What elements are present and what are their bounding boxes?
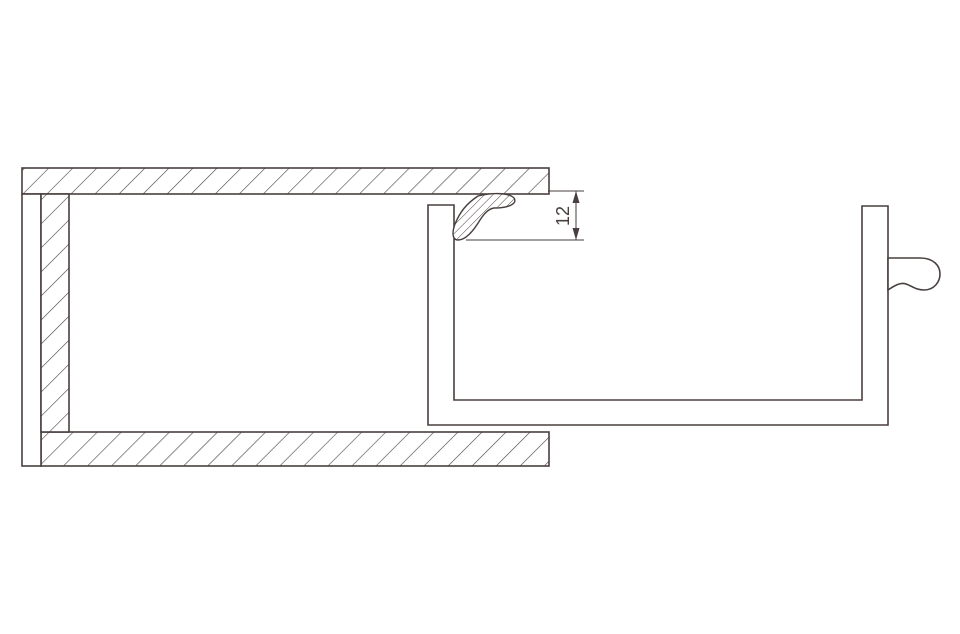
dimension-label: 12 [553,206,573,226]
u-channel [427,204,889,426]
dimension-12: 12 [466,190,584,241]
bottom-flange [40,431,550,467]
seal-gasket [452,192,516,241]
inner-u-profile [427,204,941,426]
top-flange [21,167,550,195]
side-knob [887,257,941,292]
left-web-outer-strip [21,193,42,467]
outer-frame-section [21,167,550,467]
left-web [40,193,70,433]
arrow-up [572,191,580,203]
gasket-shape [452,192,516,241]
arrow-down [572,228,580,240]
